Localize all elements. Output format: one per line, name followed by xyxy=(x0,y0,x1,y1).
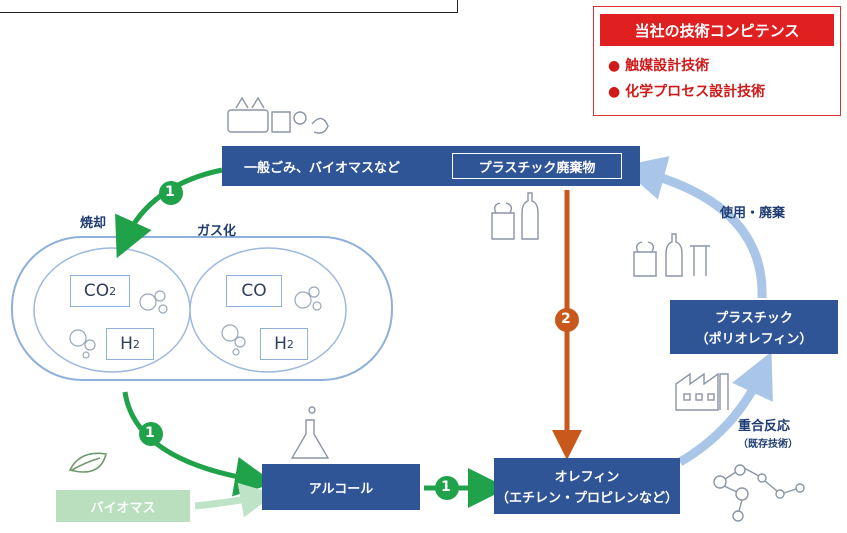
biomass-label: バイオマス xyxy=(90,500,156,516)
waste-general-label: 一般ごみ、バイオマスなど xyxy=(244,160,401,176)
step-circle-green-1c xyxy=(435,476,459,500)
use-disposal-label: 使用・廃棄 xyxy=(720,206,786,221)
step-number-2: 2 xyxy=(561,311,571,327)
biomass-box: バイオマス xyxy=(56,490,190,522)
olefin-box: オレフィン （エチレン・プロピレンなど） xyxy=(494,458,680,514)
competence-panel: 当社の技術コンピテンス ● 触媒設計技術 ● 化学プロセス設計技術 xyxy=(593,6,841,116)
step-circle-green-1b xyxy=(139,422,163,446)
gasification-label: ガス化 xyxy=(197,224,237,239)
step-circle-green-1a xyxy=(159,181,183,205)
polymerization-label: 重合反応 xyxy=(738,419,791,434)
olefin-label-line2: （エチレン・プロピレンなど） xyxy=(495,491,678,506)
step-number-1a: 1 xyxy=(165,184,175,200)
co2-text: CO xyxy=(83,281,110,301)
h2-subscript-left: 2 xyxy=(132,337,140,351)
step-circle-orange-2 xyxy=(555,308,579,332)
molecule-icon xyxy=(713,464,805,522)
step-number-1b: 1 xyxy=(145,425,155,441)
plastic-product-icons xyxy=(633,233,710,277)
olefin-label-line1: オレフィン xyxy=(554,470,620,485)
flask-icon xyxy=(290,406,330,459)
co2-subscript: 2 xyxy=(109,284,117,298)
waste-source-bar: 一般ごみ、バイオマスなど xyxy=(222,146,640,186)
bubble-icons xyxy=(69,286,322,359)
plastic-waste-icons xyxy=(491,192,539,240)
waste-icons xyxy=(227,96,329,134)
alcohol-box: アルコール xyxy=(262,464,420,510)
competence-title: 当社の技術コンピテンス xyxy=(600,14,834,46)
competence-item-catalyst: ● 触媒設計技術 xyxy=(608,58,710,74)
h2-subscript-right: 2 xyxy=(286,337,294,351)
factory-icon xyxy=(675,372,729,411)
existing-tech-label: （既存技術） xyxy=(738,439,798,450)
arrow-green-gas-to-alcohol xyxy=(122,391,275,497)
co-box: CO xyxy=(226,275,282,307)
competence-item-process: ● 化学プロセス設計技術 xyxy=(608,84,766,100)
incineration-label: 焼却 xyxy=(80,216,107,231)
alcohol-label: アルコール xyxy=(308,481,374,497)
leaf-icon xyxy=(68,452,107,473)
h2-text-right: H xyxy=(274,334,287,354)
plastic-waste-label: プラスチック廃棄物 xyxy=(478,160,596,176)
plastic-waste-box: プラスチック廃棄物 xyxy=(452,153,622,179)
partial-box-top-left xyxy=(0,0,458,13)
co-text: CO xyxy=(241,281,267,301)
step-number-1c: 1 xyxy=(441,479,451,495)
arrow-blue-plastic-to-waste xyxy=(620,156,767,299)
plastic-label-line1: プラスチック xyxy=(715,311,793,326)
arrow-blue-olefin-to-plastic xyxy=(677,351,773,466)
plastic-box: プラスチック （ポリオレフィン） xyxy=(670,300,838,354)
arrow-lightgreen-biomass xyxy=(194,482,276,518)
h2-text-left: H xyxy=(120,334,133,354)
plastic-label-line2: （ポリオレフィン） xyxy=(695,332,813,347)
